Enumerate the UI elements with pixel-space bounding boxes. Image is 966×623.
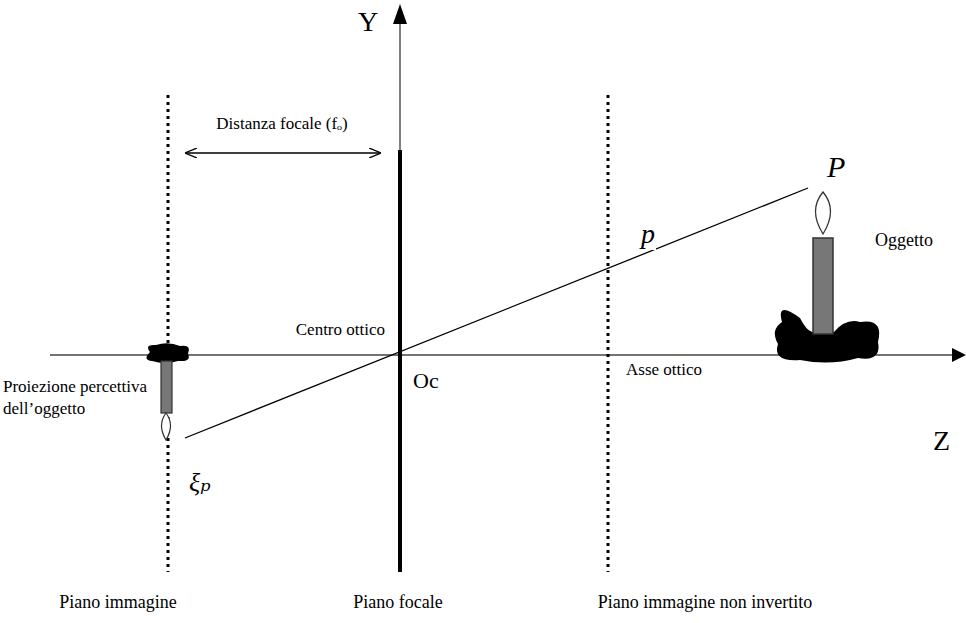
projected-flame — [162, 413, 171, 440]
plane-label: Piano focale — [352, 592, 443, 613]
object-label: Oggetto — [874, 230, 934, 251]
plane-label: Piano immagine non invertito — [597, 592, 813, 613]
axis-name: Z — [932, 425, 951, 457]
plane-label: Piano immagine — [58, 592, 177, 613]
focal-distance-arrow — [186, 152, 380, 153]
y-axis — [399, 12, 401, 572]
projected-stem — [161, 361, 172, 413]
optical-center-label: Centro ottico — [295, 320, 386, 340]
z-arrowhead — [952, 348, 966, 362]
point-name: P — [826, 150, 846, 185]
optical-axis-label: Asse ottico — [625, 360, 703, 380]
candle-flame — [816, 192, 831, 234]
non-inverted-image-plane — [607, 95, 610, 572]
axis-name: Y — [357, 6, 379, 38]
focal-distance-label: Distanza focale (fₒ) — [215, 114, 348, 134]
projected-point-name: ξₚ — [188, 468, 212, 498]
ray-name: p — [640, 218, 656, 250]
candle-stem — [813, 238, 833, 334]
image-plane — [167, 95, 170, 572]
projection-label: Proiezione percettiva dell’oggetto — [2, 376, 154, 420]
y-arrowhead — [393, 4, 407, 24]
focal-plane — [398, 150, 402, 572]
projection-ray — [185, 188, 808, 438]
projected-holder — [146, 343, 189, 363]
optical-center-name: Oc — [412, 368, 440, 393]
